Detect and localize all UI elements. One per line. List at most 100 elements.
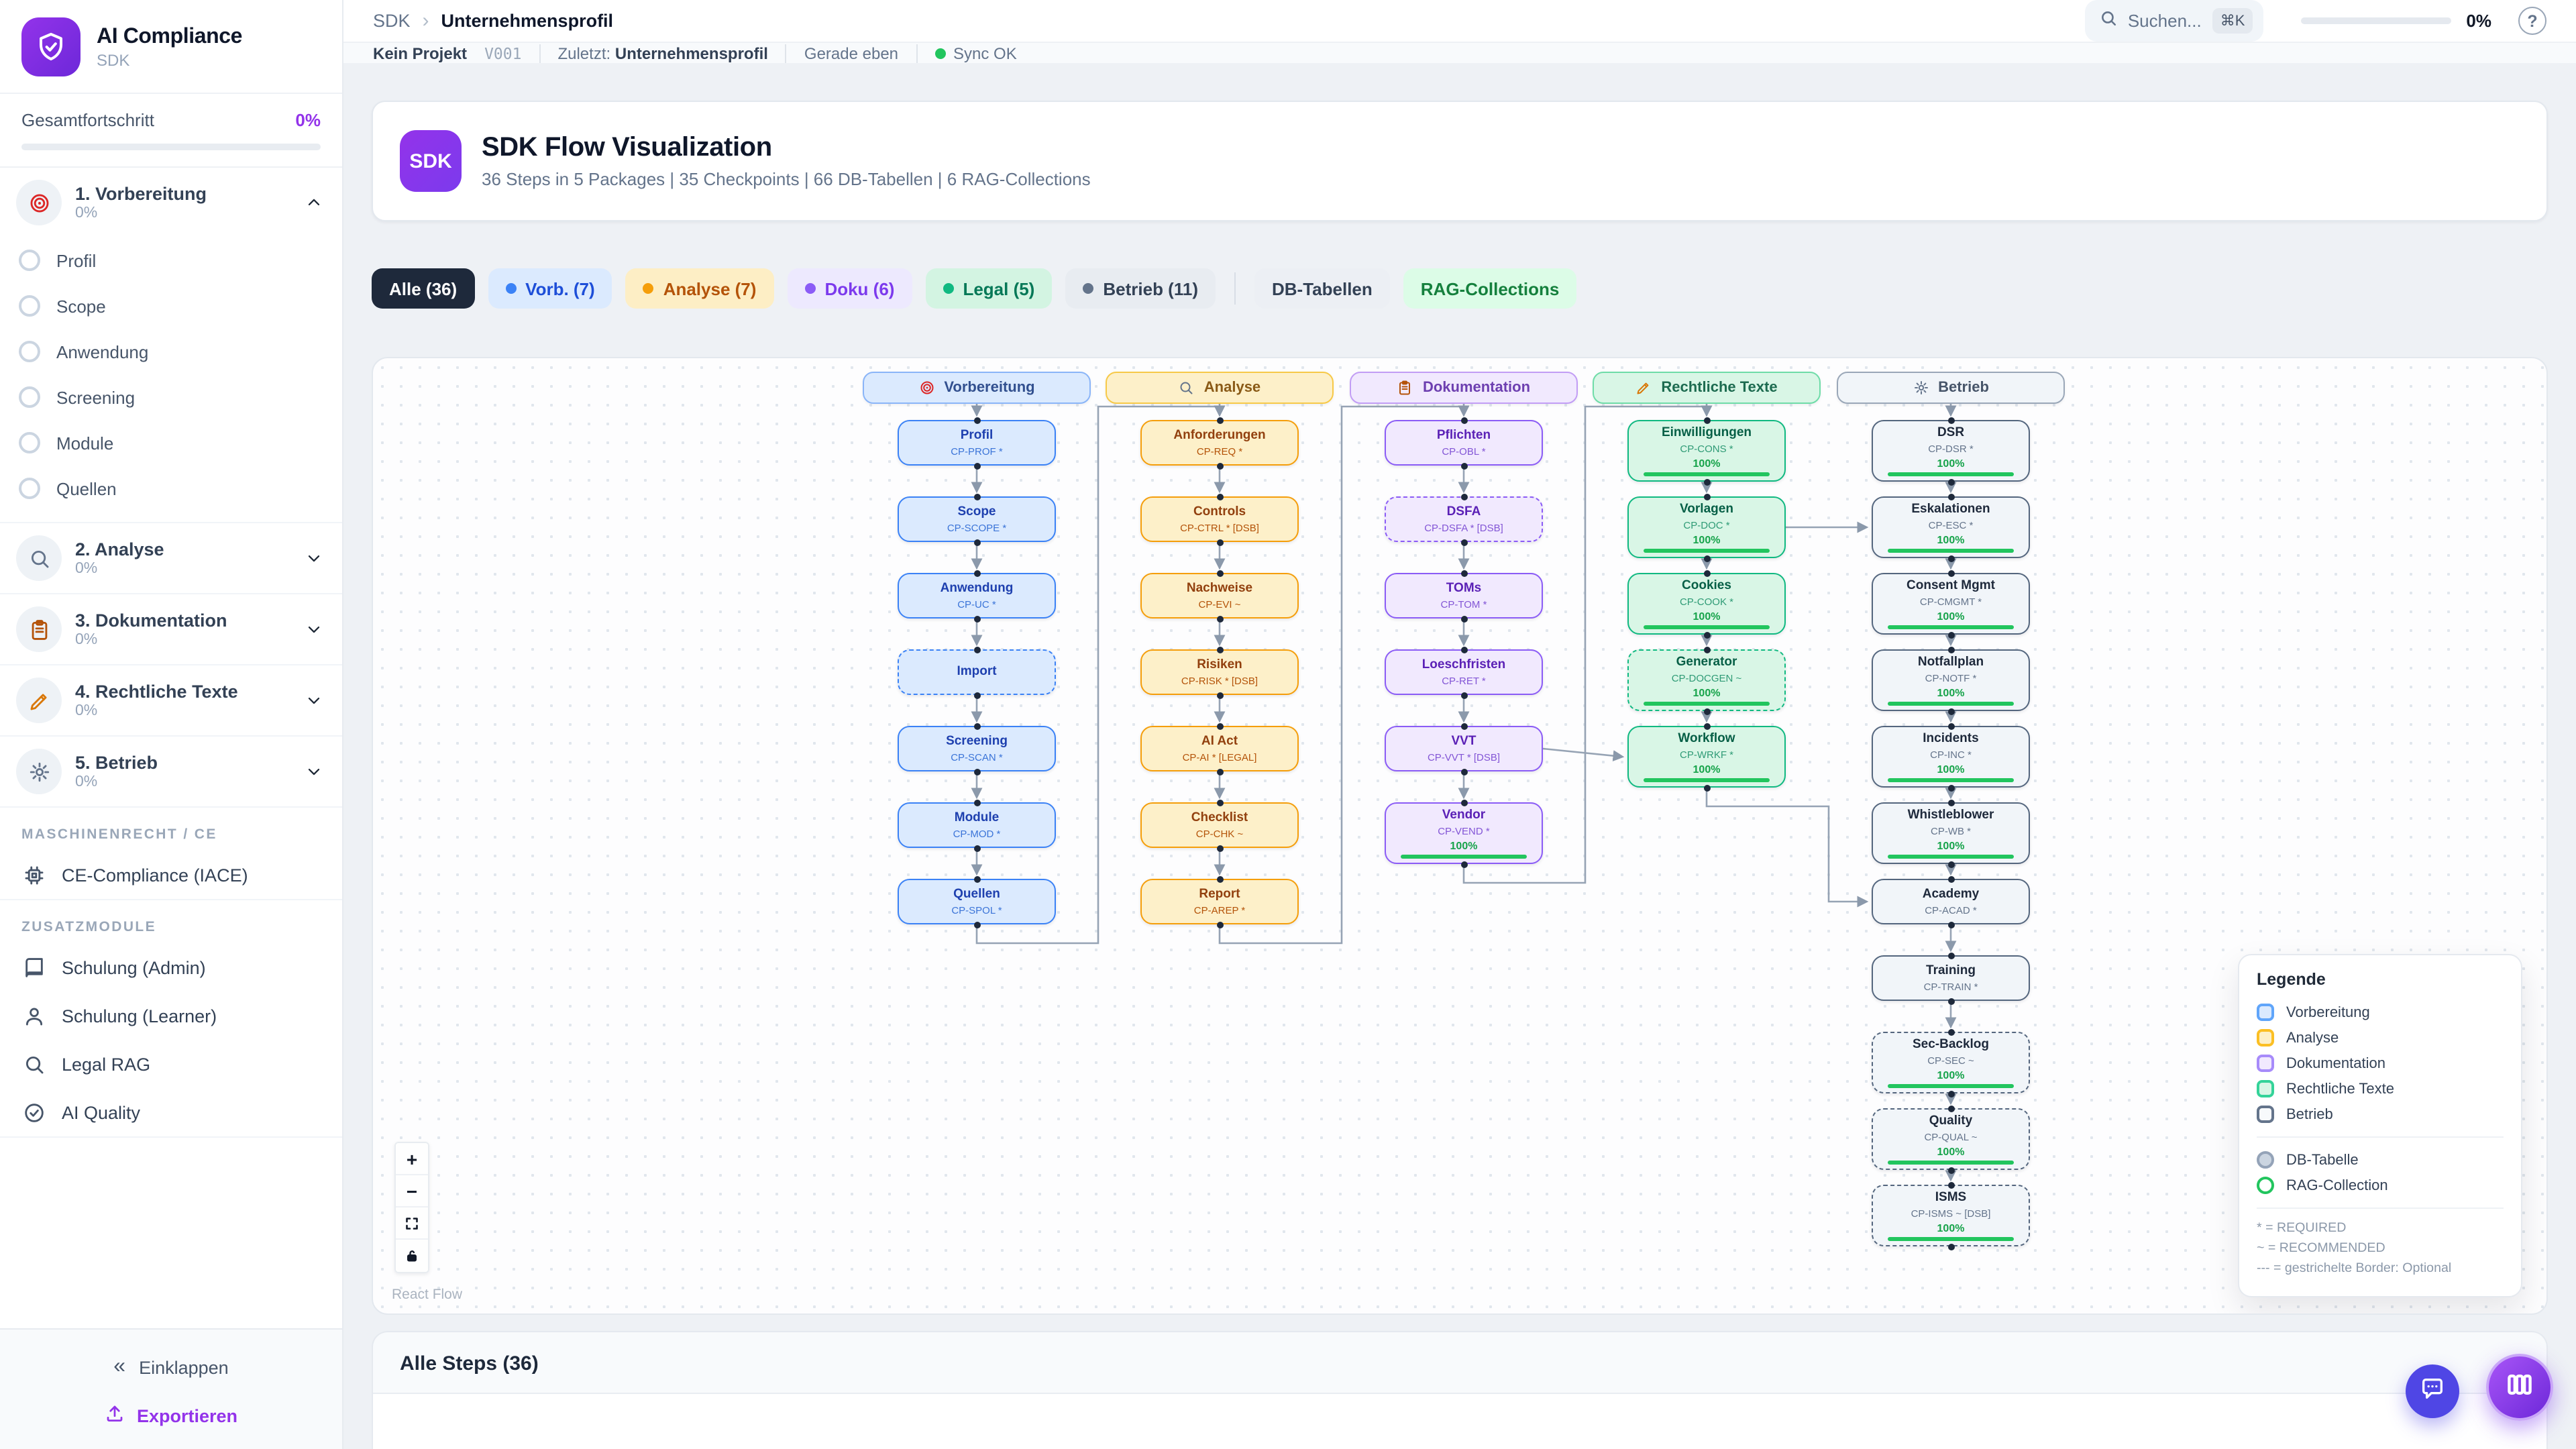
filter-chip-vorb-7[interactable]: Vorb. (7) bbox=[488, 268, 612, 309]
flow-package-vorbereitung[interactable]: Vorbereitung bbox=[863, 372, 1091, 404]
sidebar-item-module[interactable]: Module bbox=[0, 420, 342, 466]
breadcrumb-sdk[interactable]: SDK bbox=[373, 11, 411, 31]
node-progress-value: 100% bbox=[1937, 610, 1965, 623]
fit-view-icon bbox=[404, 1215, 420, 1231]
sidebar-item-legal-rag[interactable]: Legal RAG bbox=[0, 1040, 342, 1088]
sidebar-item-scope[interactable]: Scope bbox=[0, 283, 342, 329]
zoom-in-button[interactable]: + bbox=[396, 1143, 428, 1175]
divider bbox=[916, 44, 918, 62]
filter-chip-alle-36[interactable]: Alle (36) bbox=[372, 268, 475, 309]
divider bbox=[785, 44, 787, 62]
zoom-out-button[interactable]: − bbox=[396, 1175, 428, 1208]
sidebar-item-ai-quality[interactable]: AI Quality bbox=[0, 1088, 342, 1136]
collapse-sidebar-button[interactable]: « Einklappen bbox=[0, 1343, 342, 1391]
sidebar-item-anwendung[interactable]: Anwendung bbox=[0, 329, 342, 374]
chip-label: RAG-Collections bbox=[1420, 278, 1560, 299]
flow-package-analyse[interactable]: Analyse bbox=[1106, 372, 1334, 404]
filter-chip-analyse-7[interactable]: Analyse (7) bbox=[625, 268, 774, 309]
version-badge: V001 bbox=[484, 44, 522, 62]
node-title: Eskalationen bbox=[1911, 501, 1990, 517]
chip-dot bbox=[505, 283, 517, 294]
filter-chip-rag-collections[interactable]: RAG-Collections bbox=[1403, 268, 1577, 309]
flow-node-import[interactable]: Import bbox=[898, 646, 1056, 698]
flow-package-dokumentation[interactable]: Dokumentation bbox=[1350, 372, 1578, 404]
filter-chip-doku-6[interactable]: Doku (6) bbox=[787, 268, 912, 309]
legend-swatch bbox=[2257, 1029, 2274, 1046]
sidebar-item-quellen[interactable]: Quellen bbox=[0, 466, 342, 511]
export-button[interactable]: Exportieren bbox=[0, 1391, 342, 1430]
legend-notes: * = REQUIRED~ = RECOMMENDED--- = gestric… bbox=[2257, 1218, 2504, 1279]
phase-title: 3. Dokumentation bbox=[75, 610, 227, 631]
sidebar-item-schulung-learner[interactable]: Schulung (Learner) bbox=[0, 991, 342, 1040]
sidebar-item-screening[interactable]: Screening bbox=[0, 374, 342, 420]
filter-chip-betrieb-11[interactable]: Betrieb (11) bbox=[1065, 268, 1216, 309]
search-input[interactable]: Suchen... ⌘K bbox=[2084, 0, 2264, 42]
flow-package-betrieb[interactable]: Betrieb bbox=[1837, 372, 2065, 404]
overall-progress-bar bbox=[21, 144, 321, 150]
sidebar-item-schulung-admin[interactable]: Schulung (Admin) bbox=[0, 943, 342, 991]
breadcrumb: SDK › Unternehmensprofil bbox=[373, 9, 613, 32]
flow-package-rechtliche-texte[interactable]: Rechtliche Texte bbox=[1593, 372, 1821, 404]
kanban-fab-button[interactable] bbox=[2486, 1354, 2553, 1421]
sidebar-item-ce-compliance-iace[interactable]: CE-Compliance (IACE) bbox=[0, 851, 342, 899]
chip-label: Legal (5) bbox=[963, 278, 1035, 299]
fit-view-button[interactable] bbox=[396, 1208, 428, 1240]
filter-chip-db-tabellen[interactable]: DB-Tabellen bbox=[1254, 268, 1390, 309]
node-title: Incidents bbox=[1923, 731, 1979, 746]
collapse-label: Einklappen bbox=[139, 1357, 229, 1377]
search-plain-icon bbox=[21, 1052, 46, 1076]
phase-progress: 0% bbox=[75, 205, 98, 221]
sidebar-item-profil[interactable]: Profil bbox=[0, 237, 342, 283]
help-button[interactable]: ? bbox=[2518, 7, 2546, 35]
node-progress-bar bbox=[1401, 854, 1527, 859]
chat-fab-button[interactable] bbox=[2406, 1364, 2459, 1418]
lock-button[interactable] bbox=[396, 1240, 428, 1272]
check-circle-icon bbox=[21, 1100, 46, 1124]
filter-chip-legal-5[interactable]: Legal (5) bbox=[925, 268, 1053, 309]
node-title: Risiken bbox=[1197, 657, 1242, 673]
legend-rag-collection: RAG-Collection bbox=[2257, 1173, 2504, 1198]
chip-dot bbox=[1083, 283, 1094, 294]
